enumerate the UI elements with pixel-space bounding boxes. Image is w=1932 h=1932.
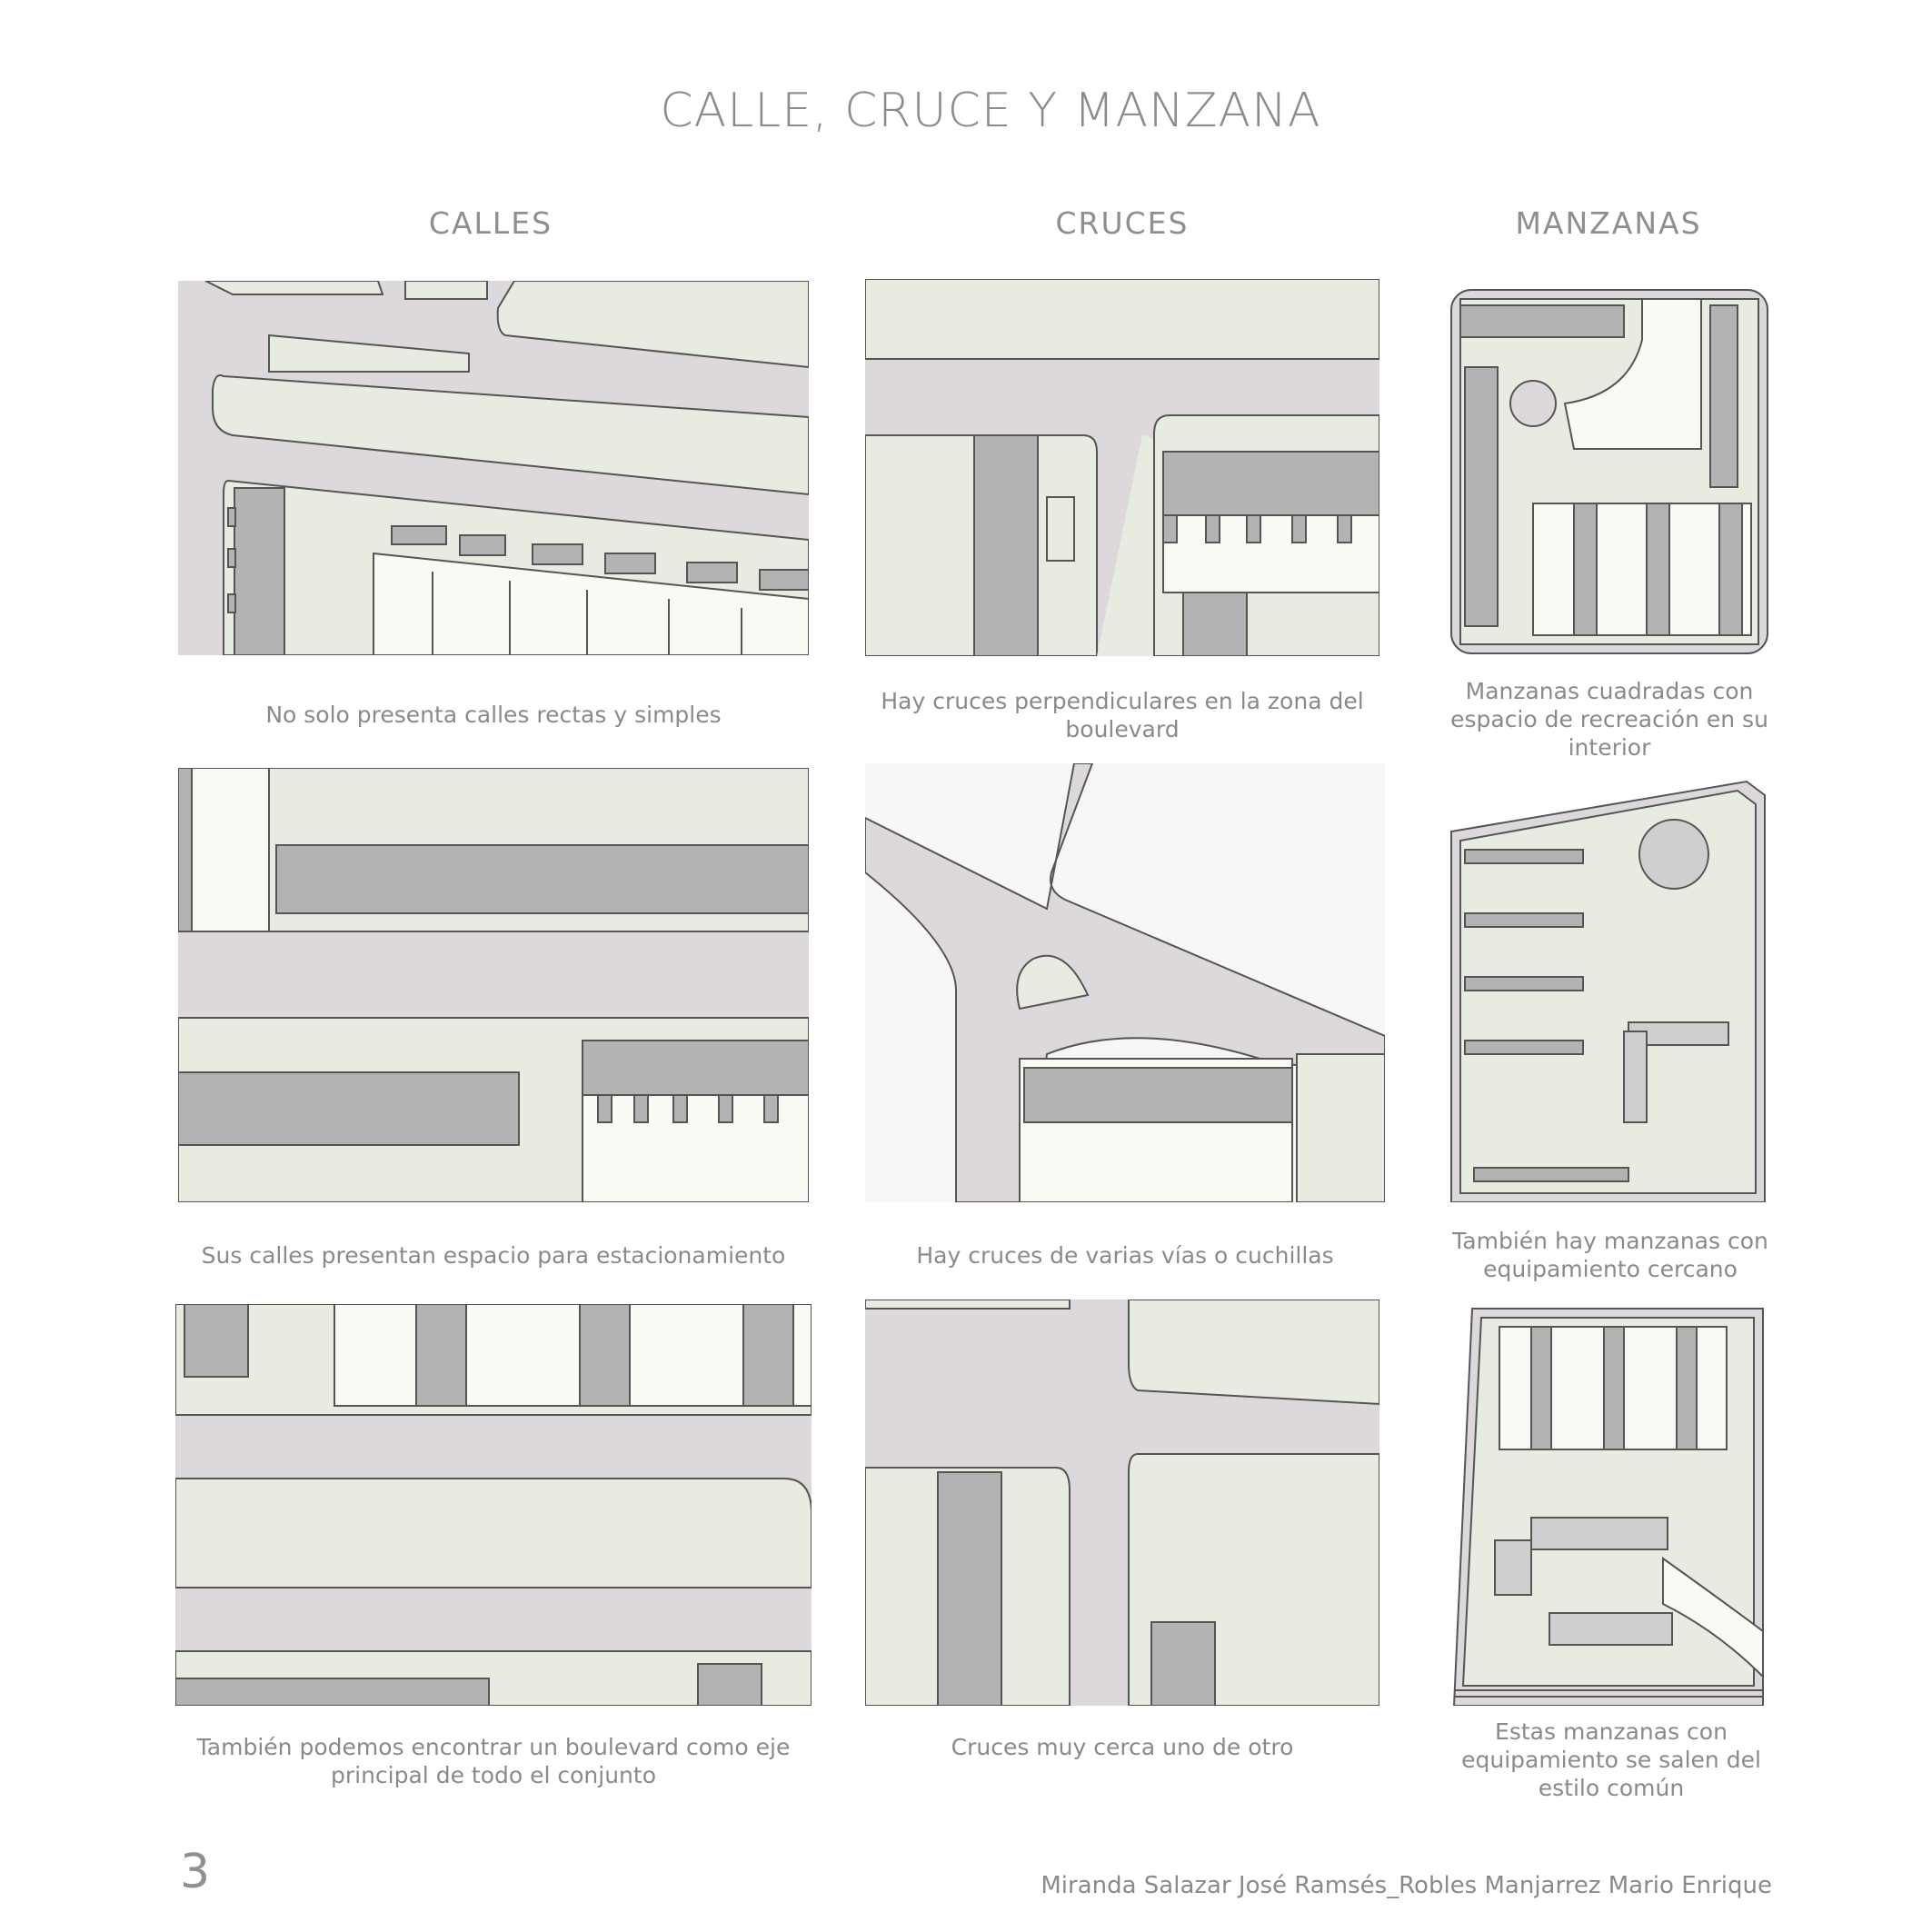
authors-credit: Miranda Salazar José Ramsés_Robles Manja… xyxy=(1041,1872,1772,1899)
plan-manzanas-1 xyxy=(1447,285,1772,658)
caption-4: Sus calles presentan espacio para estaci… xyxy=(201,1242,786,1269)
caption-7: También podemos encontrar un boulevard c… xyxy=(196,1734,791,1788)
caption-2: Hay cruces perpendiculares en la zona de… xyxy=(881,688,1364,742)
caption-5: Hay cruces de varias vías o cuchillas xyxy=(916,1242,1334,1269)
caption-3: Manzanas cuadradas con espacio de recrea… xyxy=(1450,678,1768,761)
column-heading-calles: CALLES xyxy=(428,205,553,241)
plan-cruces-3 xyxy=(865,1300,1379,1706)
plan-cruces-2 xyxy=(865,763,1385,1202)
caption-1: No solo presenta calles rectas y simples xyxy=(265,702,722,728)
page-title: CALLE, CRUCE Y MANZANA xyxy=(660,84,1321,138)
plan-cruces-1 xyxy=(865,279,1379,656)
plan-manzanas-2 xyxy=(1447,777,1774,1202)
plan-manzanas-3 xyxy=(1445,1304,1778,1706)
caption-8: Cruces muy cerca uno de otro xyxy=(951,1734,1294,1760)
column-heading-manzanas: MANZANAS xyxy=(1515,205,1702,241)
page-number: 3 xyxy=(180,1845,211,1899)
plan-calles-3 xyxy=(175,1304,812,1706)
caption-6: También hay manzanas con equipamiento ce… xyxy=(1452,1228,1768,1282)
column-heading-cruces: CRUCES xyxy=(1055,205,1190,241)
caption-9: Estas manzanas con equipamiento se salen… xyxy=(1461,1718,1761,1801)
plan-calles-1 xyxy=(178,281,809,655)
plan-calles-2 xyxy=(178,768,809,1202)
